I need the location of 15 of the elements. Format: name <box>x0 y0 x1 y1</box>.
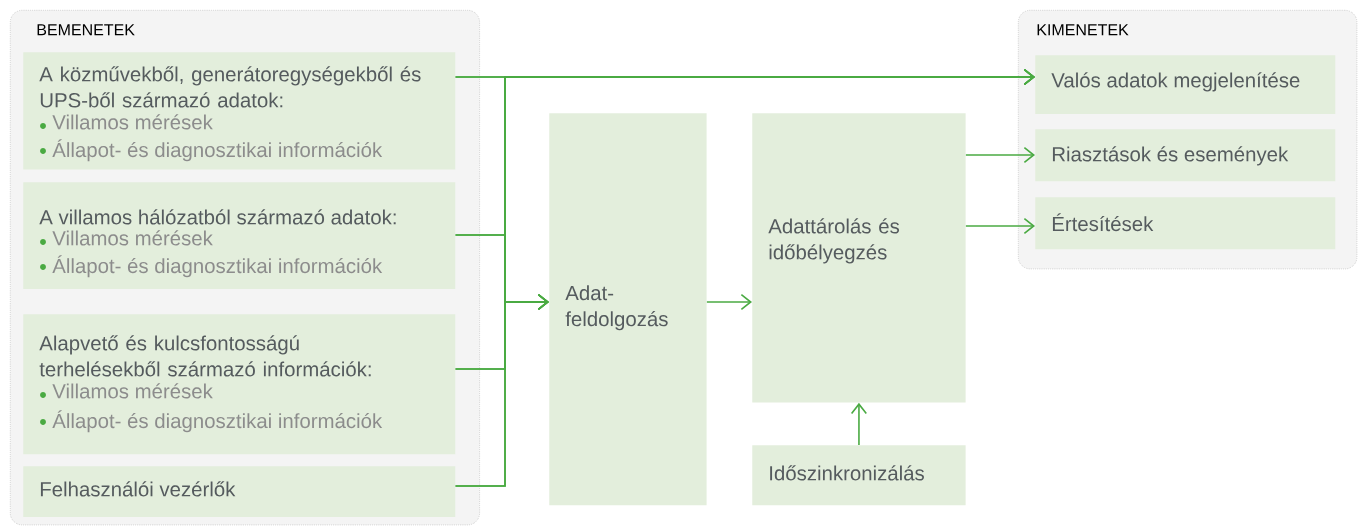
output-box: Értesítések <box>1035 197 1336 250</box>
process-box: Adattárolás és időbélyegzés <box>752 113 966 403</box>
arrow <box>965 217 1035 235</box>
output-box: Valós adatok megjelenítése <box>1035 55 1336 114</box>
process-box: Adat- feldolgozás <box>549 113 707 506</box>
input-box: A villamos hálózatból származó adatok: Villamos mérések Állapot- és diagnosztikai információk <box>23 182 456 289</box>
input-box: Alapvető és kulcsfontosságú terhelésekből származó információk: Villamos mérések Állapot- és diagnosztikai információk <box>23 314 456 455</box>
arrow <box>965 146 1035 164</box>
arrow <box>850 402 868 446</box>
input-box: Felhasználói vezérlők <box>23 466 456 517</box>
process-box: Időszinkronizálás <box>752 445 966 506</box>
output-box: Riasztások és események <box>1035 129 1336 182</box>
input-box: A közművekből, generátoregységekből és UPS-ből származó adatok: Villamos mérések Állapot- és diagnosztikai információk <box>23 52 456 170</box>
arrow <box>454 293 549 487</box>
arrow <box>706 293 752 311</box>
